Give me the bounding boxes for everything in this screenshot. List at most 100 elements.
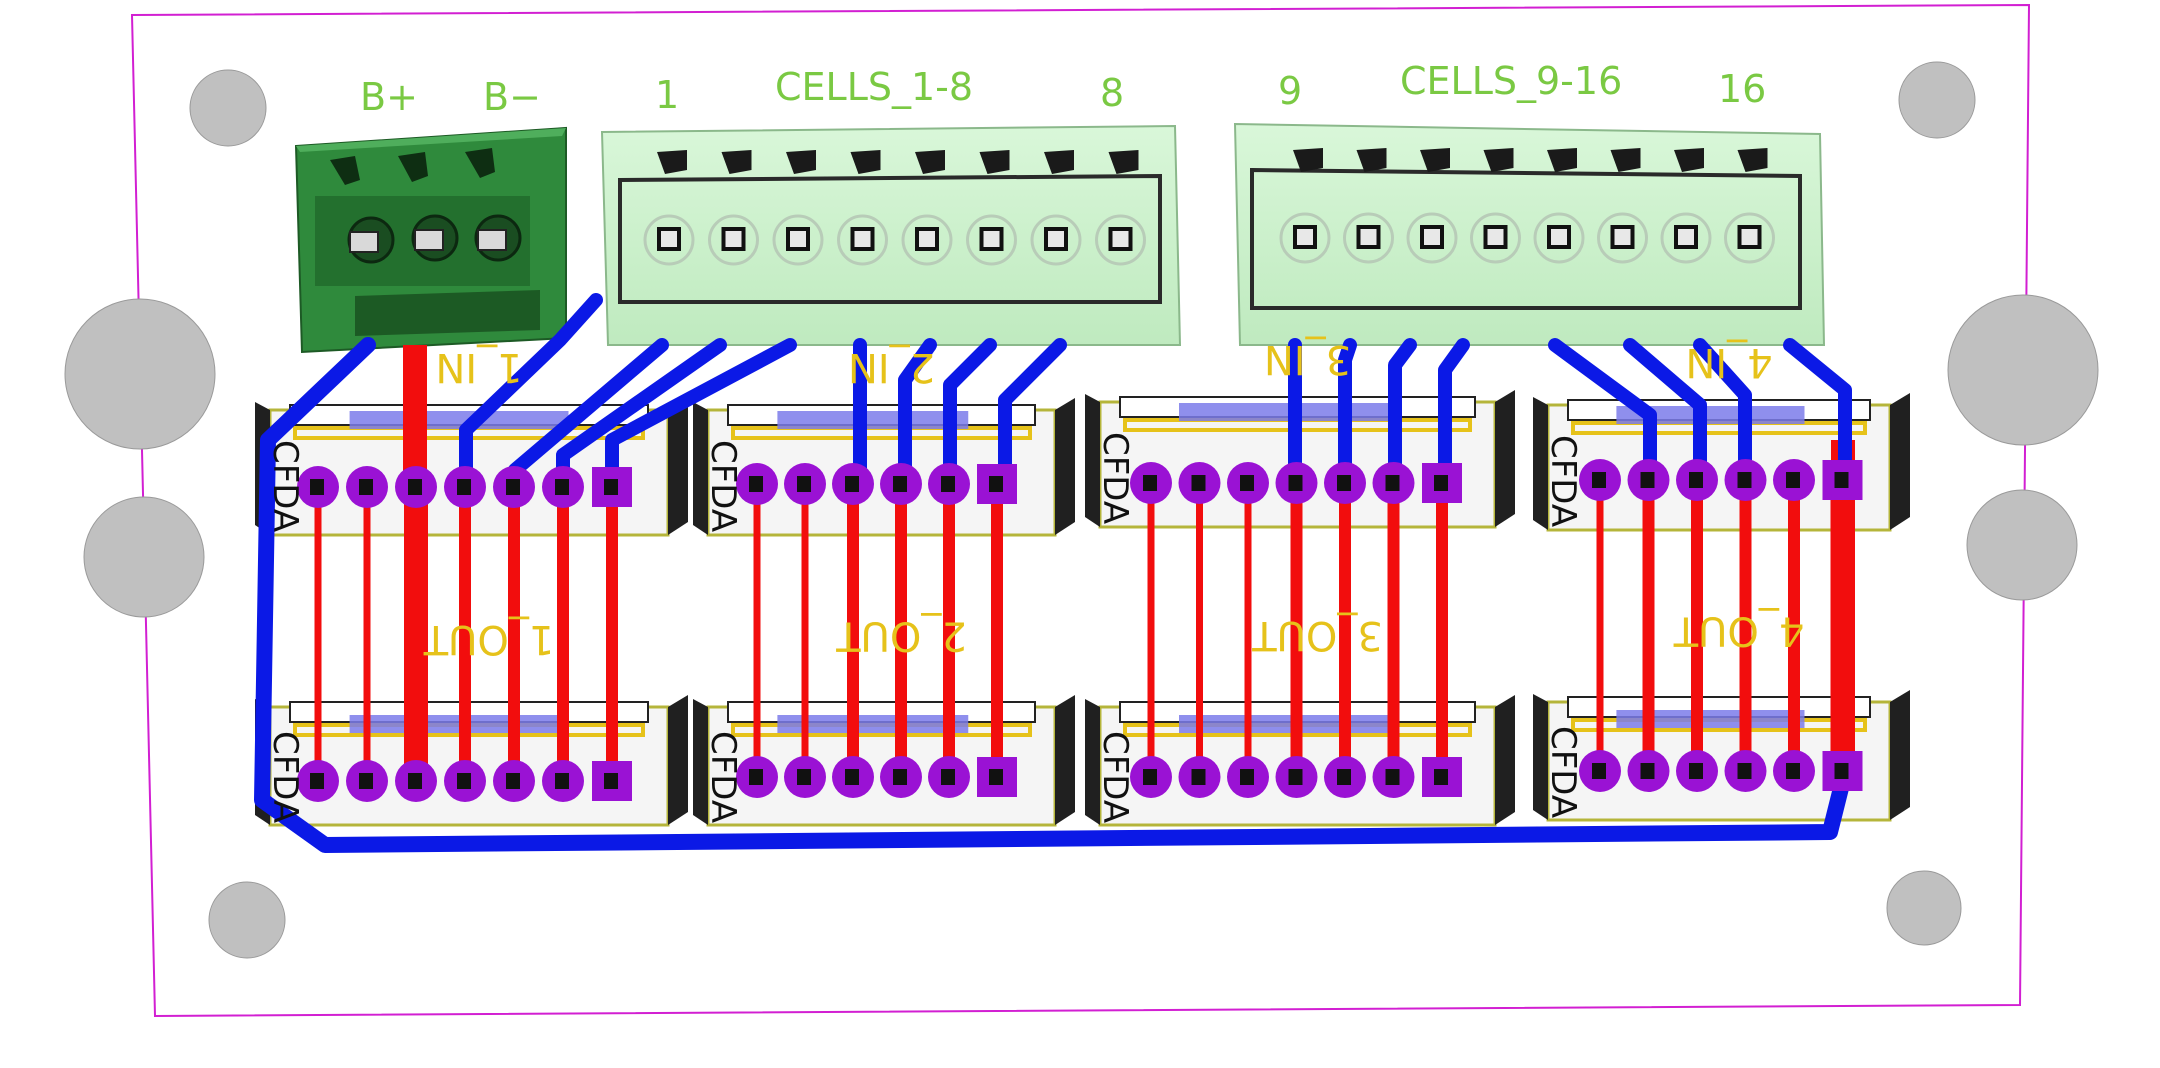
blue-trace [898, 338, 937, 491]
label-pin-8: 8 [1100, 71, 1124, 115]
pad-pin [604, 479, 618, 495]
blue-trace [1783, 338, 1852, 477]
mounting-hole [189, 69, 267, 147]
label-pin-16: 16 [1718, 67, 1766, 111]
connector-latch [657, 150, 687, 174]
pad-pin [941, 476, 955, 492]
pad-pin [1786, 472, 1800, 488]
label-cells-9-16: CELLS_9-16 [1400, 59, 1622, 103]
mounting-hole [83, 496, 205, 618]
pad-pin [1385, 769, 1400, 785]
connector-latch [1674, 148, 1704, 172]
battery-terminal-block [294, 126, 567, 354]
connector-pin [657, 227, 681, 251]
module-out-label: 1_OUT [423, 616, 554, 662]
connector-latch [1293, 148, 1323, 172]
connector-pin-ring [901, 214, 953, 266]
connector-pin-ring [772, 214, 824, 266]
pad-pin [1288, 769, 1303, 785]
pad-pin [506, 773, 520, 789]
connector-latch [1420, 148, 1450, 172]
pad-pin [989, 769, 1003, 785]
pad-pin [408, 479, 422, 495]
pad-pin [1834, 763, 1849, 779]
module-ref-label: CFDA [265, 731, 305, 823]
blue-trace [1693, 338, 1752, 487]
pad-pin [1834, 472, 1849, 488]
pad-pin [359, 773, 373, 789]
module-ref-label: CFDA [703, 440, 743, 532]
connector-latch [1737, 148, 1768, 172]
connector-pin-ring [1470, 212, 1521, 264]
connector-pin [979, 227, 1004, 251]
connector-pin-ring [1030, 214, 1082, 266]
connector-latch [1483, 148, 1514, 172]
pad-pin [797, 476, 811, 492]
connector-pin [1737, 225, 1762, 249]
pad-pin [1737, 763, 1752, 779]
connector-pin [915, 227, 939, 251]
blue-trace [1388, 338, 1417, 490]
pad-pin [555, 773, 569, 789]
pad-pin [1592, 763, 1606, 779]
pad-pin [1385, 475, 1400, 491]
pad-pin [749, 476, 763, 492]
pad-pin [797, 769, 811, 785]
module-ref-label: CFDA [1543, 435, 1583, 527]
pad-pin [1337, 769, 1351, 785]
connector-latch [850, 150, 881, 174]
module-in-label: 1_IN [435, 344, 522, 390]
mounting-hole [1886, 870, 1962, 946]
label-b-minus: B− [483, 75, 541, 119]
connector-pin-ring [1597, 212, 1648, 264]
module-pads [297, 459, 1863, 802]
module-out-label: 4_OUT [1673, 608, 1804, 654]
mounting-holes [64, 61, 2099, 959]
connector-latch [1356, 148, 1387, 172]
cells-1-8-connector [600, 124, 1182, 346]
pad-pin [1592, 472, 1606, 488]
pad-pin [506, 479, 520, 495]
connector-latch [786, 150, 816, 174]
pad-pin [457, 773, 471, 789]
pad-pin [310, 479, 324, 495]
connector-pin [1044, 227, 1068, 251]
connector-pin-ring [1406, 212, 1458, 264]
pad-pin [1434, 769, 1448, 785]
connector-pin-ring [708, 214, 759, 266]
pad-pin [893, 476, 907, 492]
blue-trace [1338, 338, 1357, 490]
pad-pin [1240, 475, 1254, 491]
connector-pin-ring [1660, 212, 1712, 264]
connector-pin [1356, 225, 1381, 249]
connector-latch [979, 150, 1010, 174]
pad-pin [845, 769, 859, 785]
connector-latch [1108, 150, 1139, 174]
module-in-label: 3_IN [1264, 336, 1351, 382]
connector-latch [1547, 148, 1577, 172]
connector-pin [1293, 225, 1317, 249]
mounting-hole [64, 298, 216, 450]
blue-trace [1548, 338, 1657, 487]
pad-pin [408, 773, 422, 789]
module-footprint [693, 398, 1075, 827]
label-cells-1-8: CELLS_1-8 [775, 65, 973, 109]
module-in-label: 2_IN [848, 344, 935, 390]
connector-pin-ring [1095, 214, 1146, 266]
cells-9-16-connector [1233, 122, 1826, 346]
pad-pin [1640, 763, 1655, 779]
pad-pin [1786, 763, 1800, 779]
bottom-layer-traces [314, 345, 1855, 781]
pad-pin [310, 773, 324, 789]
connector-pin [721, 227, 746, 251]
label-b-plus: B+ [360, 75, 418, 119]
pad-pin [1143, 475, 1157, 491]
connector-pin [1610, 225, 1635, 249]
blue-trace [943, 338, 997, 491]
pad-pin [893, 769, 907, 785]
mounting-hole [1966, 489, 2078, 601]
module-out-label: 3_OUT [1252, 612, 1383, 658]
connector-pin-ring [1343, 212, 1394, 264]
pad-pin [1689, 472, 1703, 488]
module-out-label: 2_OUT [836, 613, 967, 659]
